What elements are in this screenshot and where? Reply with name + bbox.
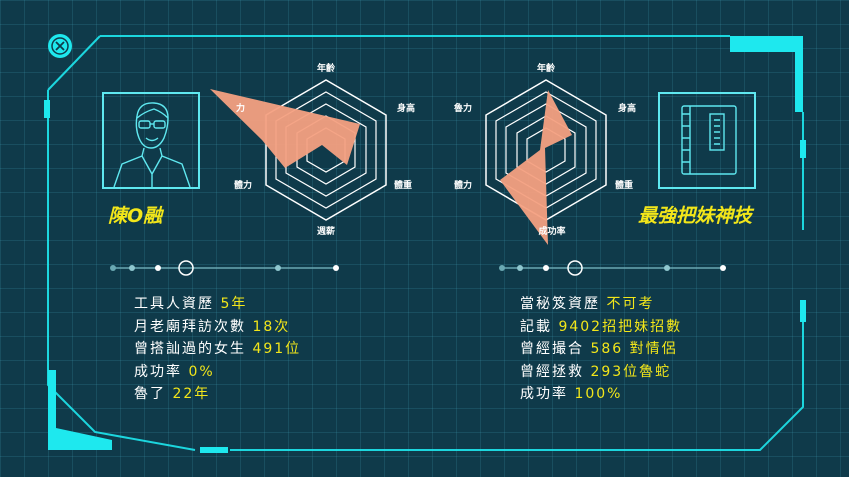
right-card-name: 最強把妹神技: [638, 205, 753, 227]
stat-value: 293位魯蛇: [590, 363, 672, 380]
stat-label: 曾搭訕過的女生: [134, 341, 253, 357]
stat-value: 9402招把妹招數: [558, 318, 683, 335]
right-stat-row: 曾經撮合 586 對情侶: [520, 338, 682, 361]
left-axis-lu: 力: [236, 102, 245, 114]
left-radar-chart: 年齡 身高 體重 週薪 體力 力: [210, 62, 415, 237]
left-axis-height: 身高: [397, 102, 415, 114]
stat-label: 月老廟拜訪次數: [134, 318, 253, 335]
right-timeline: [499, 260, 726, 276]
left-axis-age: 年齡: [317, 62, 335, 74]
close-icon[interactable]: [48, 34, 72, 58]
stat-value: 100%: [574, 386, 623, 402]
left-card-name: 陳O融: [108, 205, 163, 227]
stat-label: 成功率: [134, 363, 189, 380]
stat-value: 18次: [252, 318, 291, 335]
left-stat-row: 工具人資歷 5年: [134, 293, 301, 316]
right-axis-height: 身高: [618, 102, 636, 114]
stat-label: 曾經拯救: [520, 363, 591, 380]
right-axis-lu: 魯力: [453, 102, 472, 114]
left-radar-shape: [210, 89, 360, 168]
right-stat-row: 記載 9402招把妹招數: [520, 316, 682, 339]
stat-label: 曾經撮合: [520, 341, 591, 357]
corner-accent-top-right: [730, 36, 803, 112]
stat-label: 成功率: [520, 386, 575, 402]
right-radar-shape: [500, 90, 572, 245]
left-stat-row: 成功率 0%: [134, 361, 301, 384]
right-axis-stamina: 體力: [454, 179, 472, 191]
left-axis-salary: 週薪: [317, 225, 335, 237]
left-stat-row: 曾搭訕過的女生 491位: [134, 338, 301, 361]
left-stat-row: 月老廟拜訪次數 18次: [134, 316, 301, 339]
stat-value: 0%: [188, 363, 215, 380]
stat-label: 記載: [520, 318, 559, 335]
right-axis-age: 年齡: [537, 62, 555, 74]
stat-label: 當秘笈資歷: [520, 296, 607, 312]
stat-value: 586 對情侶: [590, 341, 678, 357]
right-radar-chart: 年齡 身高 體重 成功率 體力 魯力: [453, 62, 636, 245]
stat-value: 5年: [220, 296, 248, 312]
right-axis-success-rate: 成功率: [538, 225, 565, 237]
stat-value: 491位: [252, 341, 302, 357]
left-axis-stamina: 體力: [234, 179, 252, 191]
person-with-glasses-icon: [113, 102, 191, 188]
right-stats-list: 當秘笈資歷 不可考 記載 9402招把妹招數 曾經撮合 586 對情侶 曾經拯救…: [520, 293, 682, 406]
right-stat-row: 當秘笈資歷 不可考: [520, 293, 682, 316]
stat-value: 不可考: [606, 296, 655, 312]
right-portrait-frame: [658, 92, 756, 189]
left-stat-row: 魯了 22年: [134, 383, 301, 406]
stat-label: 魯了: [134, 386, 173, 402]
right-stat-row: 成功率 100%: [520, 383, 682, 406]
corner-accent-bottom-left: [48, 370, 112, 450]
left-timeline: [110, 260, 339, 276]
stat-value: 22年: [172, 386, 211, 402]
left-axis-weight: 體重: [394, 179, 412, 191]
left-stats-list: 工具人資歷 5年 月老廟拜訪次數 18次 曾搭訕過的女生 491位 成功率 0%…: [134, 293, 301, 406]
stat-label: 工具人資歷: [134, 296, 221, 312]
right-stat-row: 曾經拯救 293位魯蛇: [520, 361, 682, 384]
closed-book-icon: [681, 105, 737, 175]
left-portrait-frame: [102, 92, 200, 189]
right-axis-weight: 體重: [615, 179, 633, 191]
